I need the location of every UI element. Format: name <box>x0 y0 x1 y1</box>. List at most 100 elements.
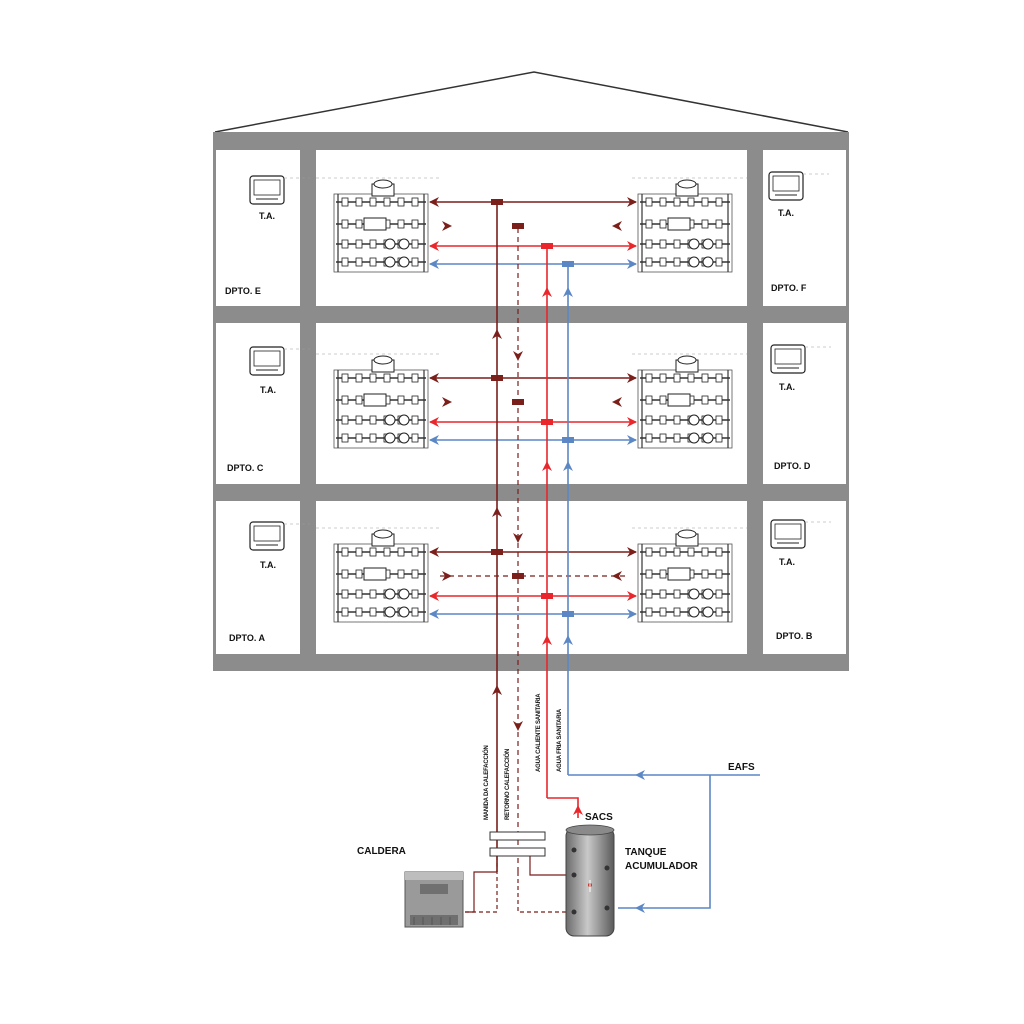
thermostat-screen <box>253 350 281 367</box>
valve-icon <box>397 373 405 383</box>
thermostat-icon <box>770 519 831 549</box>
valve-icon <box>411 219 419 229</box>
valve-icon <box>369 433 377 443</box>
pump-icon <box>398 238 410 250</box>
valve-icon <box>411 415 419 425</box>
floor-group-0 <box>316 177 747 273</box>
valve-icon <box>645 589 653 599</box>
flow-meter-return <box>512 223 524 229</box>
valve-icon <box>369 373 377 383</box>
valve-icon <box>355 569 363 579</box>
valve-icon <box>645 239 653 249</box>
arrow-heating-left <box>429 197 439 207</box>
arrow-return-left <box>442 571 452 581</box>
valve-icon <box>355 395 363 405</box>
valve-icon <box>659 589 667 599</box>
thermostat-icon <box>249 175 310 205</box>
valve-icon <box>369 197 377 207</box>
actuator-icon <box>373 529 393 539</box>
valve-icon <box>355 257 363 267</box>
valve-icon <box>645 257 653 267</box>
valve-icon <box>715 239 723 249</box>
boiler-unit <box>404 871 464 928</box>
valve-icon <box>687 547 695 557</box>
valve-icon <box>645 415 653 425</box>
valve-icon <box>673 433 681 443</box>
pump-icon <box>398 588 410 600</box>
boiler-return-pipe <box>465 856 498 913</box>
valve-icon <box>701 395 709 405</box>
valve-icon <box>411 547 419 557</box>
valve-icon <box>341 219 349 229</box>
pump-icon <box>702 256 714 268</box>
thermostat-screen <box>772 175 800 192</box>
valve-icon <box>659 607 667 617</box>
arrow-hot-left <box>429 241 439 251</box>
valve-icon <box>397 197 405 207</box>
valve-icon <box>715 395 723 405</box>
valve-icon <box>673 197 681 207</box>
apartment-label-f: DPTO. F <box>771 283 807 293</box>
plant-arrow-group <box>573 770 645 913</box>
riser-group <box>496 201 569 872</box>
valve-icon <box>383 373 391 383</box>
valve-icon <box>411 569 419 579</box>
valve-icon <box>659 197 667 207</box>
valve-icon <box>659 547 667 557</box>
heat-exchanger-icon <box>667 567 691 581</box>
pipe-label-hot-water: AGUA CALIENTE SANITARIA <box>536 693 542 772</box>
arrow-heating-right <box>627 547 637 557</box>
valve-icon <box>355 219 363 229</box>
valve-icon <box>659 569 667 579</box>
valve-icon <box>369 547 377 557</box>
manifold-left-0 <box>333 179 429 273</box>
arrow-hot-right <box>627 417 637 427</box>
riser-arrow-group <box>492 287 573 731</box>
valve-icon <box>673 373 681 383</box>
pump-icon <box>688 414 700 426</box>
inner-wall-right <box>747 132 763 671</box>
valve-icon <box>341 257 349 267</box>
pipe-label-heating-supply: MANIDA DA CALEFACCIÓN <box>484 745 490 820</box>
slab-floor-2 <box>215 306 848 323</box>
arrow-cold-left <box>429 259 439 269</box>
arrow-heating-riser-up <box>492 507 502 517</box>
valve-icon <box>645 373 653 383</box>
arrow-return-left <box>442 397 452 407</box>
valve-icon <box>687 197 695 207</box>
valve-icon <box>715 219 723 229</box>
arrow-cold-left <box>429 609 439 619</box>
arrow-heating-riser-up <box>492 329 502 339</box>
valve-icon <box>341 569 349 579</box>
thermostat-label-a: T.A. <box>260 560 277 570</box>
valve-icon <box>645 569 653 579</box>
valve-icon <box>715 569 723 579</box>
thermostat-screen <box>774 348 802 365</box>
valve-icon <box>369 257 377 267</box>
valve-icon <box>715 547 723 557</box>
arrow-hot-left <box>429 591 439 601</box>
manifold-left-1 <box>333 355 429 449</box>
actuator-icon <box>677 179 697 189</box>
valve-icon <box>355 197 363 207</box>
valve-icon <box>715 257 723 267</box>
heat-exchanger-icon <box>667 393 691 407</box>
thermostat-screen <box>253 525 281 542</box>
valve-icon <box>411 197 419 207</box>
valve-icon <box>341 433 349 443</box>
arrow-heating-riser-up <box>492 685 502 695</box>
pump-icon <box>688 432 700 444</box>
flow-meter-return <box>512 573 524 579</box>
valve-icon <box>355 607 363 617</box>
valve-icon <box>673 547 681 557</box>
heat-exchanger-icon <box>363 217 387 231</box>
valve-icon <box>673 257 681 267</box>
apartment-label-d: DPTO. D <box>774 461 811 471</box>
arrow-cold-right <box>627 259 637 269</box>
valve-icon <box>341 589 349 599</box>
arrow-cold-riser-up <box>563 461 573 471</box>
arrow-return-right <box>612 397 622 407</box>
thermostat-label-f: T.A. <box>778 208 795 218</box>
arrow-return-left <box>442 221 452 231</box>
valve-icon <box>369 239 377 249</box>
